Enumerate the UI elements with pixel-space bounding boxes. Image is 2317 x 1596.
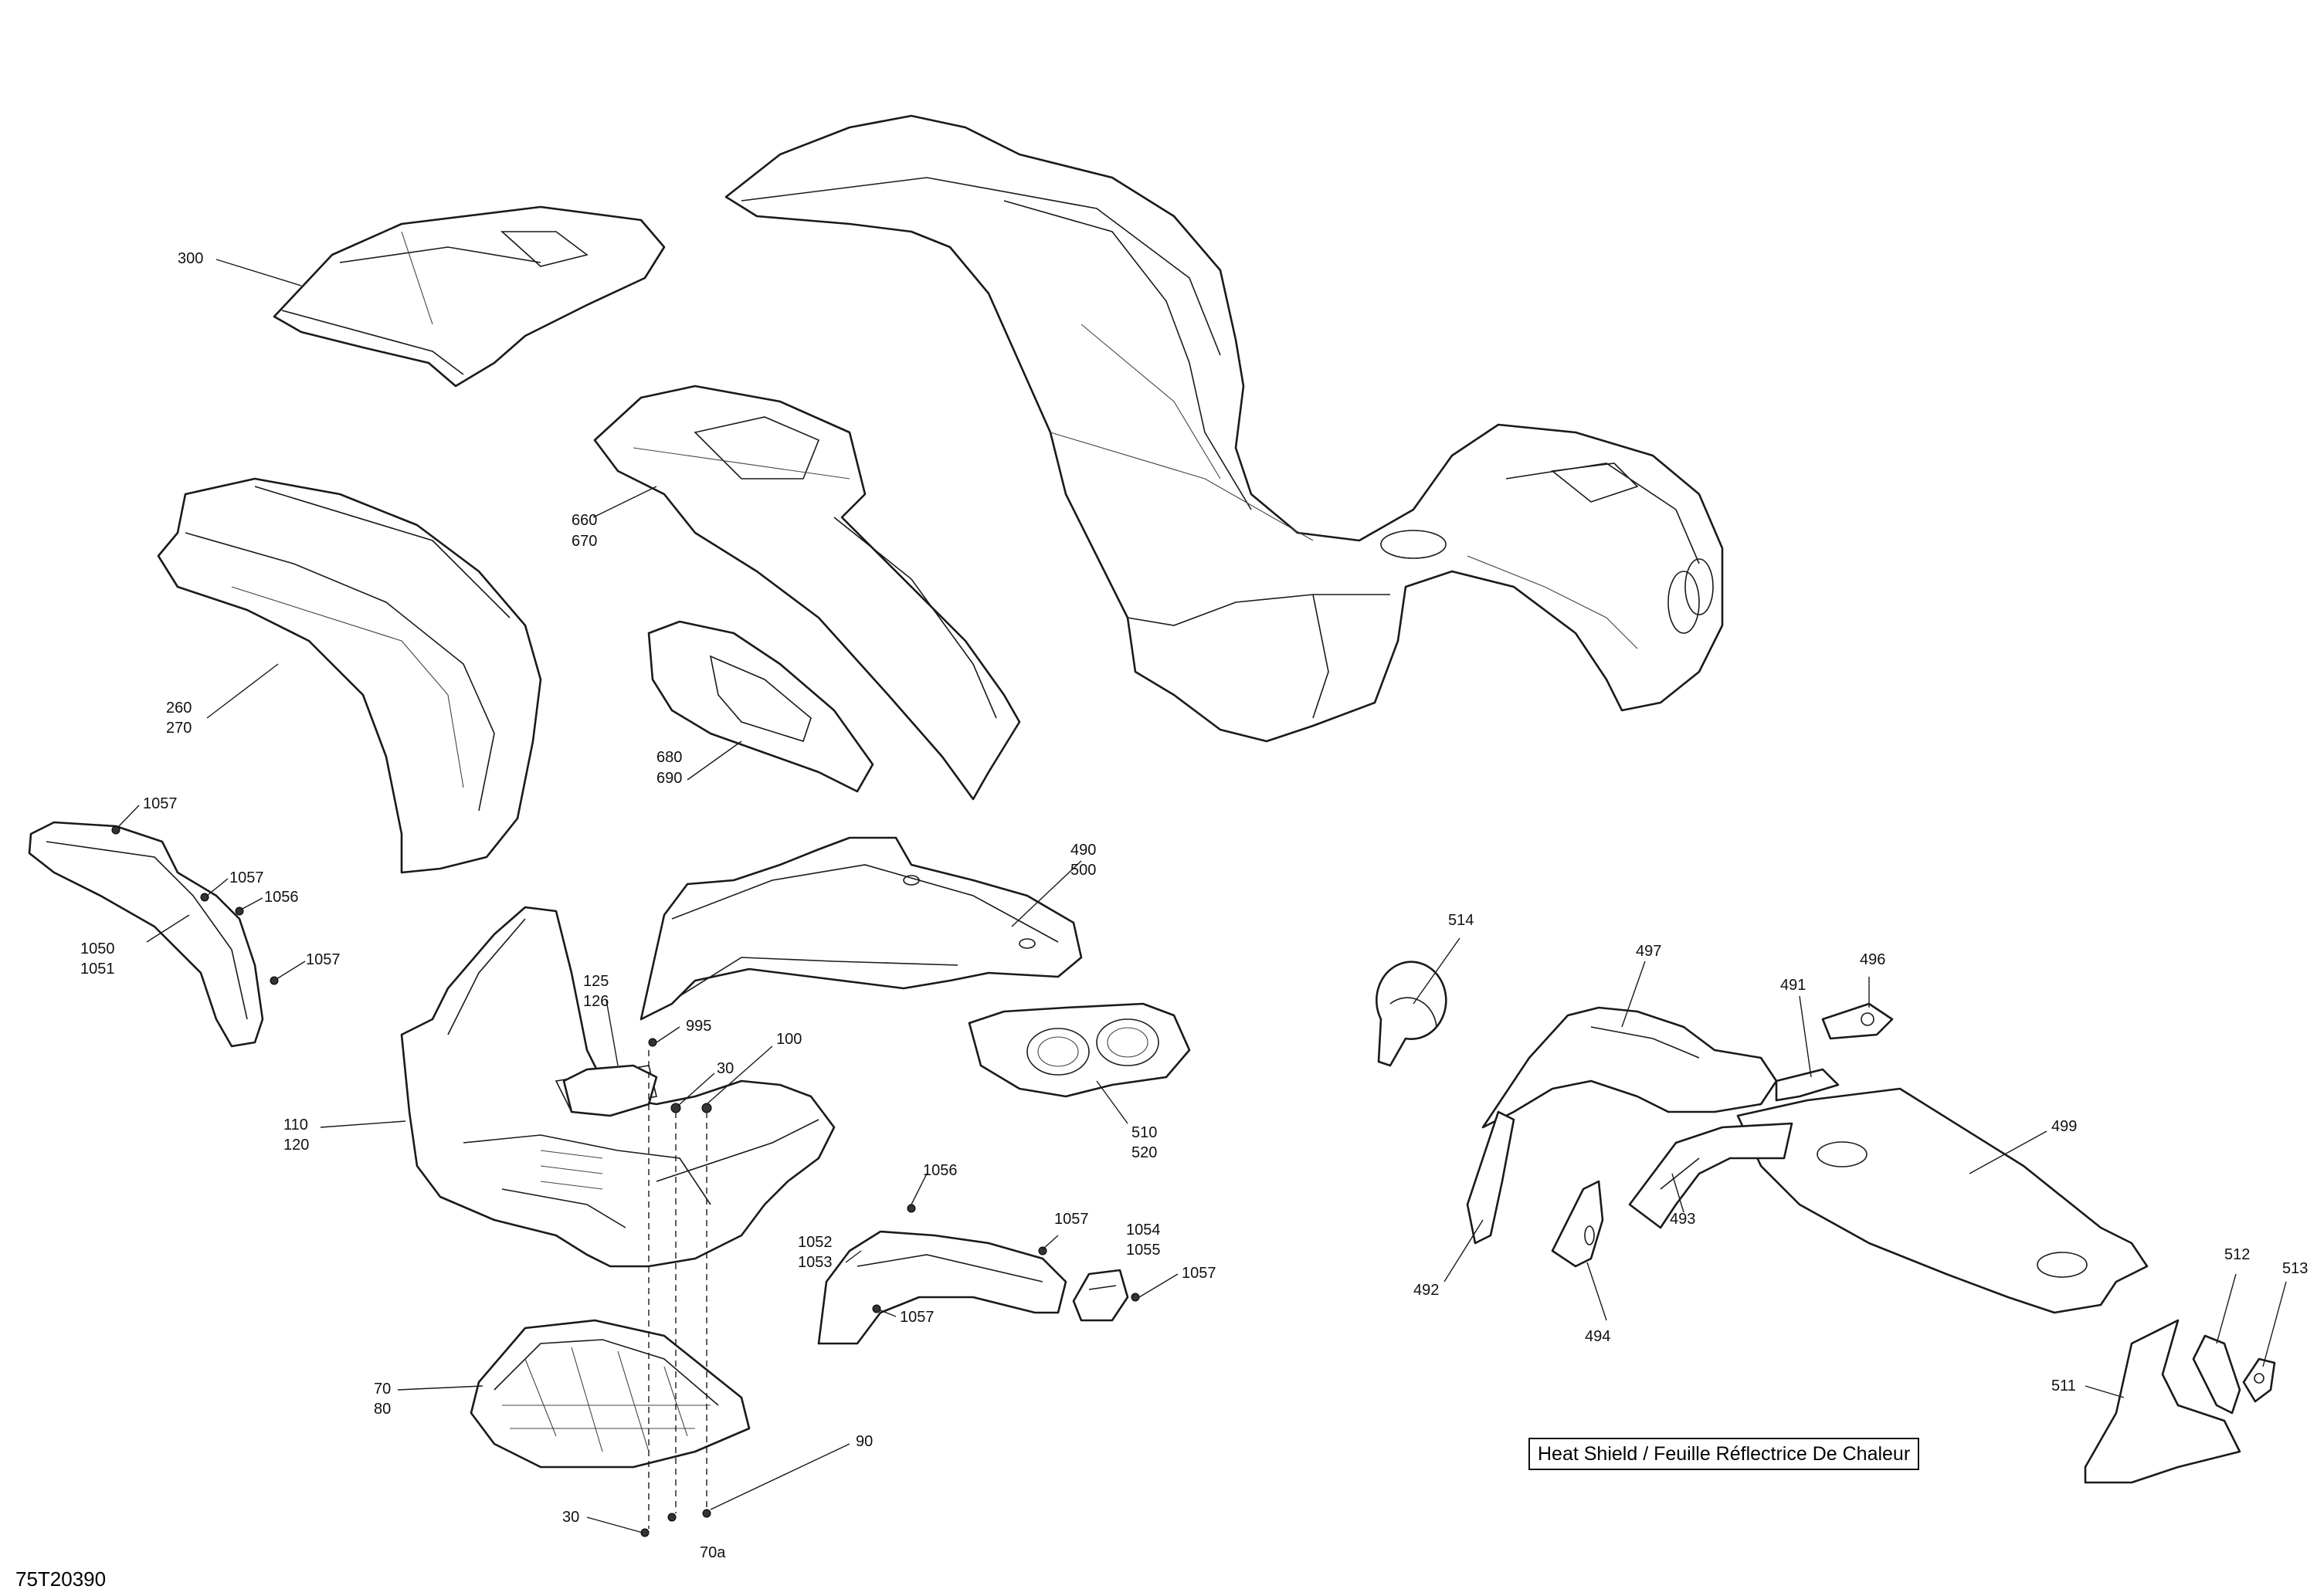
callout-995: 995 xyxy=(686,1018,712,1035)
callout-660: 660 xyxy=(572,512,598,529)
callout-491: 491 xyxy=(1780,977,1806,994)
callout-1057-a: 1057 xyxy=(143,795,178,812)
callout-270: 270 xyxy=(166,720,192,737)
leader-lines xyxy=(117,259,2287,1533)
part-497-heat-shield xyxy=(1481,1006,1778,1129)
part-513-clip xyxy=(2242,1357,2276,1403)
callout-30-b: 30 xyxy=(562,1509,580,1526)
part-1050-front-trim xyxy=(28,821,264,1048)
part-491-shield xyxy=(1775,1068,1840,1102)
callout-1056-a: 1056 xyxy=(264,889,299,906)
part-499-heat-shield xyxy=(1736,1087,2149,1314)
callout-110: 110 xyxy=(283,1117,308,1133)
callout-1055: 1055 xyxy=(1126,1242,1161,1259)
callout-680: 680 xyxy=(656,749,683,766)
callout-520: 520 xyxy=(1131,1144,1158,1161)
part-490-rear-fender xyxy=(639,836,1083,1021)
drawing-number: 75T20390 xyxy=(15,1567,107,1591)
callout-514: 514 xyxy=(1448,912,1474,929)
part-1052-rear-trim xyxy=(817,1230,1067,1345)
callout-1057-b: 1057 xyxy=(229,869,264,886)
part-main-body xyxy=(724,114,1724,743)
callout-1056-b: 1056 xyxy=(923,1162,958,1179)
callout-30-a: 30 xyxy=(717,1060,734,1077)
callout-1054: 1054 xyxy=(1126,1222,1161,1239)
part-511-shield xyxy=(2084,1319,2241,1484)
part-110-footwell xyxy=(400,906,836,1268)
part-496-bracket xyxy=(1821,1002,1894,1040)
callout-497: 497 xyxy=(1636,943,1662,960)
part-514-cap xyxy=(1376,961,1447,1067)
callout-511: 511 xyxy=(2051,1377,2076,1394)
callout-490: 490 xyxy=(1070,842,1097,859)
callout-1057-c: 1057 xyxy=(306,951,341,968)
callout-1053: 1053 xyxy=(798,1254,833,1271)
callout-80: 80 xyxy=(374,1401,392,1418)
part-70-footrest xyxy=(470,1319,751,1469)
callout-512: 512 xyxy=(2224,1246,2251,1263)
part-494-shield xyxy=(1551,1180,1604,1268)
part-1054-clip xyxy=(1072,1269,1129,1322)
heat-shield-caption: Heat Shield / Feuille Réflectrice De Cha… xyxy=(1528,1438,1920,1470)
callout-496: 496 xyxy=(1860,951,1886,968)
callout-510: 510 xyxy=(1131,1124,1158,1141)
callout-1051: 1051 xyxy=(80,961,115,978)
callout-70a: 70a xyxy=(700,1544,726,1561)
callout-494: 494 xyxy=(1585,1328,1611,1345)
part-512-strip xyxy=(2192,1334,2241,1415)
callout-100: 100 xyxy=(776,1031,802,1048)
callout-1050: 1050 xyxy=(80,940,115,957)
part-125-bracket xyxy=(562,1064,658,1117)
callout-492: 492 xyxy=(1413,1282,1440,1299)
part-493-shield xyxy=(1628,1122,1793,1229)
callout-670: 670 xyxy=(572,533,598,550)
callout-1057-e: 1057 xyxy=(1182,1265,1216,1282)
callout-90: 90 xyxy=(856,1433,874,1450)
callout-260: 260 xyxy=(166,700,192,717)
part-492-shield xyxy=(1466,1110,1515,1245)
callout-1057-f: 1057 xyxy=(900,1309,935,1326)
callout-499: 499 xyxy=(2051,1118,2078,1135)
part-300-front-cover xyxy=(273,205,666,388)
assembly-lines xyxy=(648,1050,707,1529)
part-660-side-panel xyxy=(593,385,1021,801)
callout-513: 513 xyxy=(2282,1260,2309,1277)
part-510-light-bezel xyxy=(968,1002,1191,1098)
callout-500: 500 xyxy=(1070,862,1097,879)
callout-125: 125 xyxy=(583,973,609,990)
callout-120: 120 xyxy=(283,1137,310,1154)
callout-690: 690 xyxy=(656,770,683,787)
callout-1057-d: 1057 xyxy=(1054,1211,1089,1228)
callout-70: 70 xyxy=(374,1381,392,1398)
part-260-front-fender xyxy=(157,477,542,874)
part-680-side-panel-lower xyxy=(647,620,874,793)
callout-1052: 1052 xyxy=(798,1234,833,1251)
callout-126: 126 xyxy=(583,993,609,1010)
callout-493: 493 xyxy=(1670,1211,1696,1228)
callout-300: 300 xyxy=(178,250,204,267)
